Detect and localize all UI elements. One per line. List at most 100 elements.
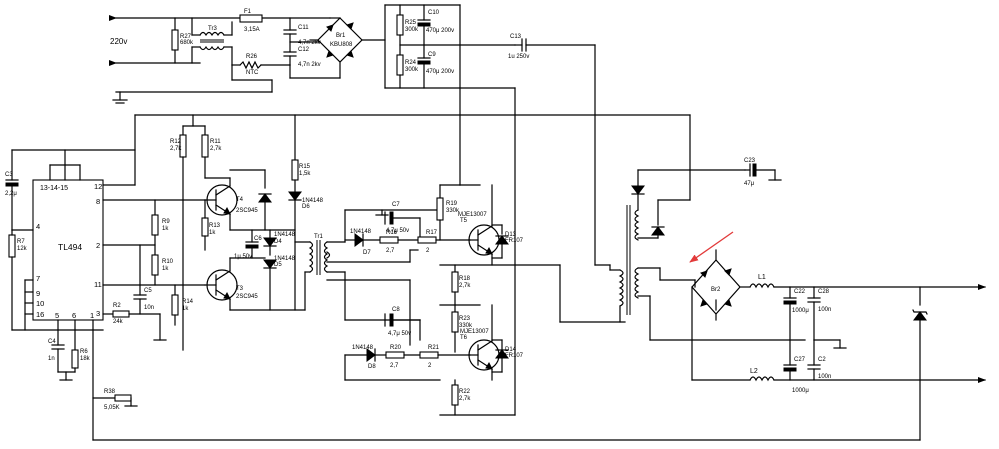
ic-tl494 [32, 179, 104, 321]
r20-val: 2,7 [390, 363, 399, 369]
driver-stage: R9 1k R10 1k C5 10n R12 2,7k R11 2,7k R1… [133, 114, 411, 351]
c27-val: 1000μ [792, 388, 809, 394]
d4-val: 1N4148 [274, 232, 296, 238]
r15-ref: R15 [299, 164, 311, 170]
tl494-controller: TL494 13-14-15 12 8 4 2 11 7 9 10 16 3 5… [5, 114, 921, 441]
c22-val: 1000μ [792, 308, 809, 314]
output-stage: C23 47μ Br2 L1 L2 [594, 158, 986, 441]
c5-val: 10n [144, 305, 154, 311]
t4-val: 2SC945 [236, 208, 258, 214]
diode-d8 [366, 348, 376, 362]
main-transformer [594, 205, 640, 323]
resistor-r11 [201, 134, 209, 158]
c4-ref: C4 [48, 339, 56, 345]
resistor-r18 [451, 271, 459, 293]
c10-ref: C10 [428, 10, 440, 16]
r20-ref: R20 [390, 345, 402, 351]
r11-val: 2,7k [210, 146, 222, 152]
r10-val: 1k [162, 266, 169, 272]
t6-val: MJE13007 [460, 329, 489, 335]
r17-val: 2 [426, 248, 430, 254]
c12-ref: C12 [298, 47, 310, 53]
c5-ref: C5 [144, 288, 152, 294]
c11-val: 4,7n 2kv [298, 40, 321, 46]
c3-ref: C3 [5, 172, 13, 178]
c4-val: 1n [48, 356, 55, 362]
r23-val: 330k [459, 323, 473, 329]
r6-val: 18k [80, 356, 91, 362]
r26-val: NTC [246, 70, 259, 76]
pin-3: 3 [96, 309, 100, 318]
resistor-r13 [201, 217, 209, 237]
d4-ref: D4 [274, 239, 282, 245]
c27-ref: C27 [794, 357, 806, 363]
t5-ref: T5 [460, 218, 468, 224]
c23-val: 47μ [744, 181, 755, 187]
d14-ref: D14 [505, 347, 517, 353]
resistor-r17 [417, 236, 437, 244]
r38-ref: R38 [104, 389, 116, 395]
c6-ref: C6 [254, 236, 262, 242]
l1-ref: L1 [758, 274, 766, 281]
diode-d7 [354, 233, 364, 247]
d7-ref: D7 [363, 250, 371, 256]
c2-val: 100n [818, 374, 831, 380]
c22-ref: C22 [794, 289, 806, 295]
r25-ref: R25 [405, 20, 417, 26]
resistor-r19 [436, 197, 444, 221]
d8-ref: D8 [368, 364, 376, 370]
d5-val: 1N4148 [274, 256, 296, 262]
diode-d6 [288, 191, 302, 201]
tr1-ref: Tr1 [314, 234, 323, 240]
r19-ref: R19 [446, 201, 458, 207]
d13-ref: D13 [505, 232, 517, 238]
c7-ref: C7 [392, 202, 400, 208]
t6-ref: T6 [460, 335, 468, 341]
t3-ref: T3 [236, 286, 244, 292]
resistor-r21 [419, 351, 439, 359]
r24-val: 300k [405, 67, 419, 73]
ic-name: TL494 [58, 242, 82, 252]
r23-ref: R23 [459, 316, 471, 322]
c8-ref: C8 [392, 307, 400, 313]
c12-val: 4,7n 2kv [298, 62, 321, 68]
pin-6: 6 [72, 311, 76, 320]
r16-val: 2,7 [386, 248, 395, 254]
c10-val: 470μ 200v [426, 28, 454, 34]
pin-12: 12 [94, 182, 102, 191]
pin-5: 5 [55, 311, 59, 320]
r16-ref: R16 [386, 230, 398, 236]
bridge-br1: Br1 KBU808 [317, 17, 363, 63]
resistor-r23 [451, 311, 459, 333]
resistor-r16 [379, 236, 399, 244]
d8-val: 1N4148 [352, 345, 374, 351]
c11-ref: C11 [298, 25, 309, 31]
r27-ref: R27 [180, 34, 192, 40]
r21-ref: R21 [428, 345, 440, 351]
r15-val: 1,5k [299, 171, 311, 177]
r22-val: 2,7k [459, 396, 471, 402]
r25-val: 300k [405, 27, 419, 33]
c28-ref: C28 [818, 289, 830, 295]
r12-val: 2,7k [170, 146, 182, 152]
tr3-ref: Tr3 [208, 26, 217, 32]
r17-ref: R17 [426, 230, 438, 236]
resistor-r14 [171, 294, 179, 316]
c9-ref: C9 [428, 52, 436, 58]
pin-16: 16 [36, 310, 44, 319]
br2-ref: Br2 [711, 287, 721, 293]
l2-ref: L2 [750, 368, 758, 375]
transistor-t5: MJE13007 T5 [458, 184, 500, 266]
c9-val: 470μ 200v [426, 69, 454, 75]
transistor-t4: T4 2SC945 [204, 177, 258, 216]
f1-val: 3,15A [244, 27, 260, 33]
inductor-l1 [749, 283, 775, 289]
c28-val: 100n [818, 307, 831, 313]
c3-val: 2,2μ [5, 191, 17, 197]
choke-tr3: Tr3 [191, 17, 233, 66]
r14-val: 1k [182, 306, 189, 312]
d14-val: FR107 [505, 353, 524, 359]
power-stage: C7 4,7μ 50v 1N4148 D7 R16 2,7 R17 2 R19 … [344, 184, 626, 416]
pin-8: 8 [96, 197, 100, 206]
